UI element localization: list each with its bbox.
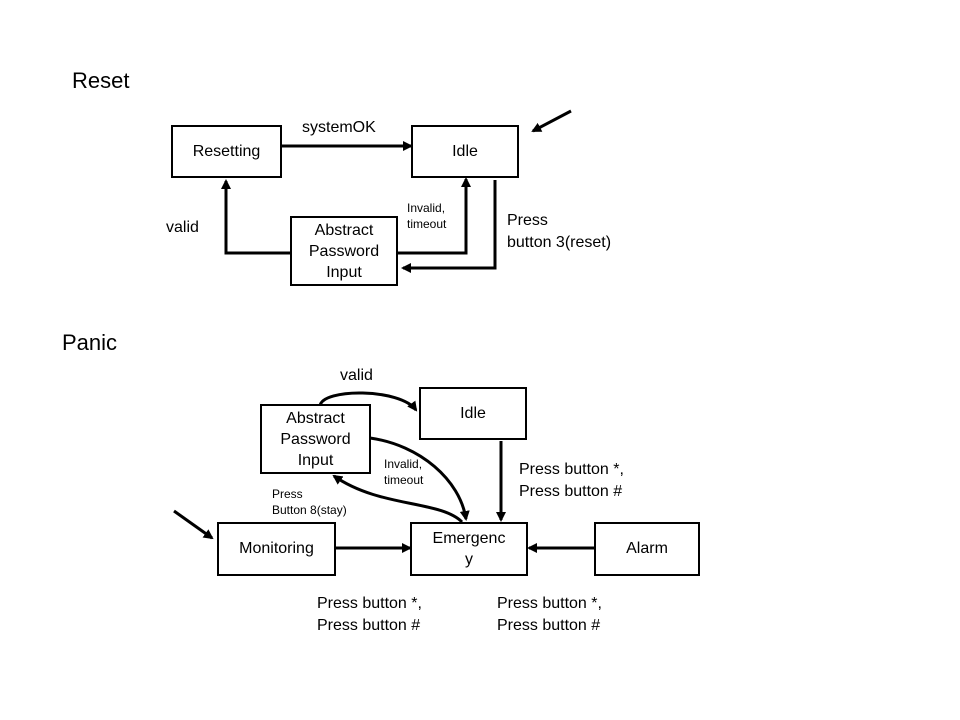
transition-alarm-to-emergency: Press button *, Press button #	[497, 595, 602, 634]
state-emergency-label: Emergenc y	[432, 530, 506, 568]
arrow-password-to-resetting	[221, 179, 290, 255]
arrow-password-to-idle-panic	[318, 391, 418, 412]
transition-valid-panic: valid	[340, 367, 373, 384]
state-emergency: Emergenc y	[410, 522, 528, 576]
transition-invalid-timeout-panic: Invalid, timeout	[384, 457, 424, 487]
transition-press-button-3: Press button 3(reset)	[507, 212, 612, 251]
state-idle-panic: Idle	[419, 387, 527, 440]
transition-idle-to-emergency: Press button *, Press button #	[519, 461, 624, 500]
transition-system-ok: systemOK	[302, 119, 376, 136]
state-resetting-label: Resetting	[192, 142, 261, 160]
state-monitoring: Monitoring	[217, 522, 336, 576]
state-idle-reset-label: Idle	[452, 142, 478, 160]
transition-invalid-timeout-reset: Invalid, timeout	[407, 201, 447, 231]
transition-press-button-8: Press Button 8(stay)	[272, 487, 347, 517]
initial-arrow-idle	[531, 109, 572, 133]
transition-monitoring-to-emergency: Press button *, Press button #	[317, 595, 422, 634]
state-alarm: Alarm	[594, 522, 700, 576]
state-idle-reset: Idle	[411, 125, 519, 178]
panic-title: Panic	[62, 330, 118, 355]
state-abstract-password-input-reset: Abstract Password Input	[290, 216, 398, 286]
state-monitoring-label: Monitoring	[239, 540, 314, 557]
state-resetting: Resetting	[171, 125, 282, 178]
state-idle-panic-label: Idle	[460, 404, 486, 422]
arrow-emergency-to-password	[332, 474, 464, 524]
arrow-idle-to-password	[401, 180, 497, 273]
state-abstract-password-input-panic: Abstract Password Input	[260, 404, 371, 474]
arrow-password-to-emergency	[369, 436, 470, 521]
state-abstract-password-input-reset-label: Abstract Password Input	[308, 221, 380, 281]
state-abstract-password-input-panic-label: Abstract Password Input	[280, 409, 351, 469]
transition-valid-reset: valid	[166, 219, 199, 236]
arrow-password-to-idle	[398, 177, 471, 255]
initial-arrow-monitoring	[173, 509, 214, 540]
reset-title: Reset	[72, 68, 130, 93]
state-alarm-label: Alarm	[626, 540, 668, 557]
